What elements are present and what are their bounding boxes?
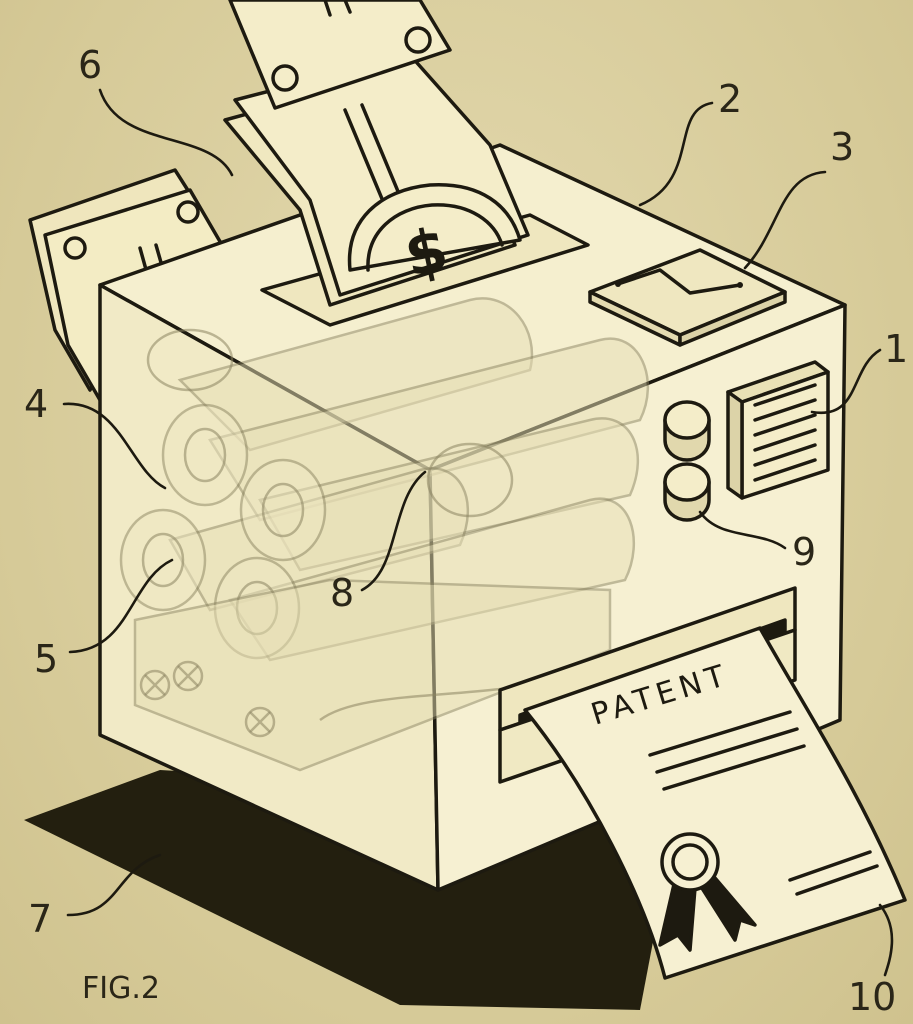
vent-grille [726,360,830,500]
patent-document: PATENT [523,626,907,980]
internal-base-tray [133,578,612,772]
callout-10: 10 [848,975,896,1019]
callout-8: 8 [330,571,354,615]
leader-lines [62,88,894,977]
control-panel-chip [588,248,787,347]
internal-rollers [119,297,650,662]
callout-5: 5 [34,637,58,681]
callout-2: 2 [718,77,742,121]
banknote-top [228,0,452,110]
callout-4: 4 [24,382,48,426]
banknote-inserted: $ [223,53,530,307]
callout-6: 6 [78,43,102,87]
callout-7: 7 [28,897,52,941]
callout-1: 1 [884,327,908,371]
seal-rosette-icon [658,832,757,952]
callout-3: 3 [830,125,854,169]
figure-label: FIG.2 [82,971,160,1006]
control-buttons [663,400,711,522]
callout-9: 9 [792,530,816,574]
